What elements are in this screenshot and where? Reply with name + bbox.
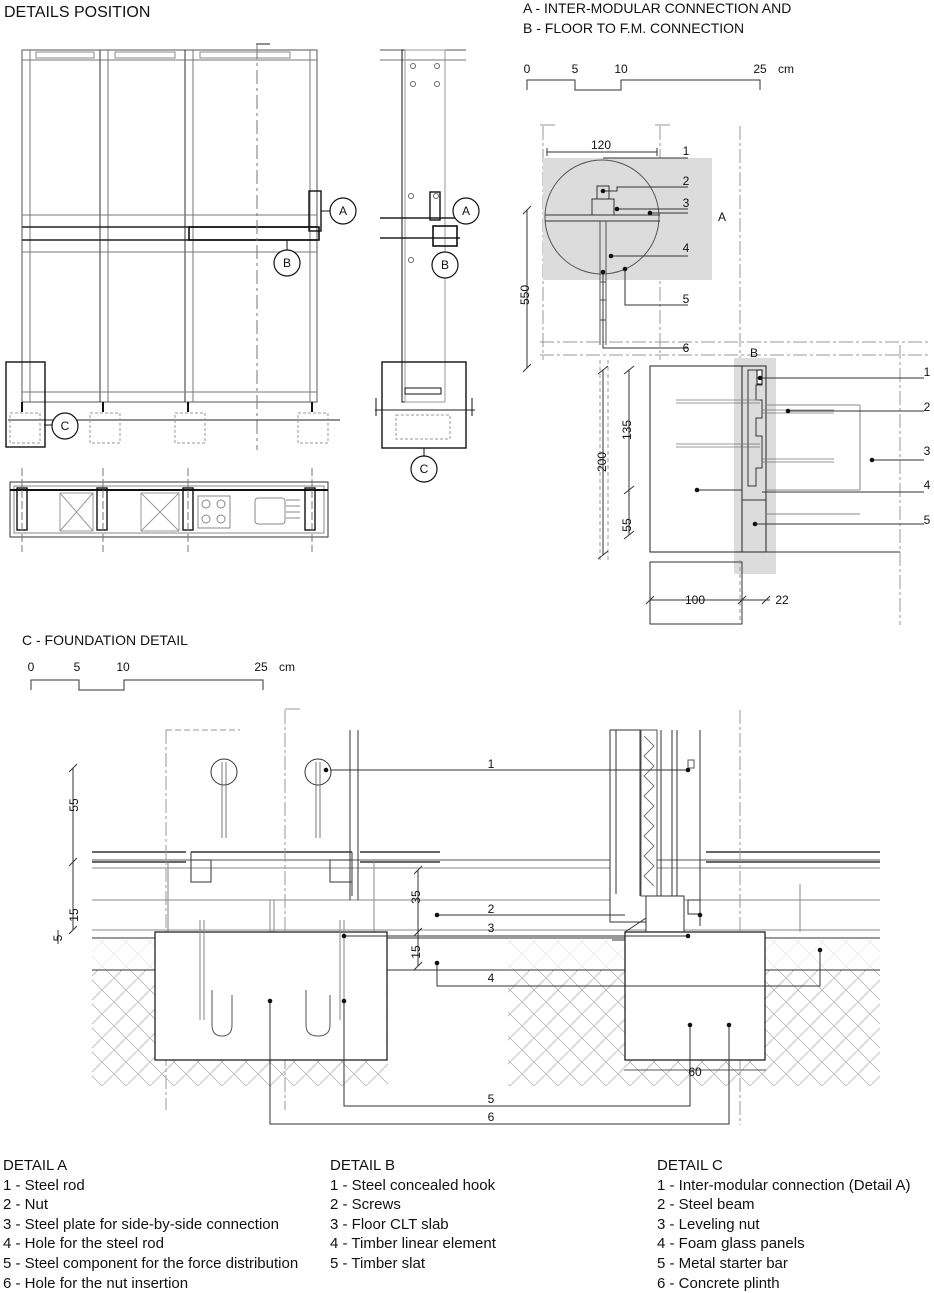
foundation-callout-4: 4	[488, 971, 495, 985]
foundation-callout-1: 1	[488, 757, 495, 771]
dim-15-left: 15	[67, 908, 81, 922]
svg-text:A: A	[339, 204, 347, 218]
legend-detail-b-item: 4 - Timber linear element	[330, 1235, 496, 1253]
dim-55-c: 55	[67, 798, 81, 812]
svg-text:25: 25	[254, 660, 268, 674]
legend-detail-a: DETAIL A 1 - Steel rod 2 - Nut 3 - Steel…	[3, 1156, 298, 1293]
legend-detail-b-item: 2 - Screws	[330, 1196, 401, 1214]
dim-15-right: 15	[409, 945, 423, 959]
dim-5: 5	[51, 934, 65, 941]
dim-35: 35	[409, 890, 423, 904]
detail-a-callout-dots	[600, 188, 653, 275]
detail-b-title: B - FLOOR TO F.M. CONNECTION	[523, 20, 744, 36]
svg-text:C: C	[420, 462, 429, 476]
detail-a-drawing	[522, 124, 930, 373]
detail-a-marker-section: A	[452, 197, 480, 225]
svg-text:5: 5	[74, 660, 81, 674]
svg-text:5: 5	[572, 62, 579, 76]
legend-detail-c-title: DETAIL C	[657, 1157, 723, 1174]
foundation-callout-dots	[267, 767, 823, 1028]
details-position-title: DETAILS POSITION	[4, 4, 150, 21]
svg-text:10: 10	[116, 660, 130, 674]
detail-c-marker-section: C	[410, 455, 438, 483]
legend-detail-c-item: 3 - Leveling nut	[657, 1215, 760, 1233]
legend-detail-b-item: 5 - Timber slat	[330, 1254, 426, 1272]
detail-b-marker-elevation: B	[273, 249, 301, 277]
legend-detail-b-item: 3 - Floor CLT slab	[330, 1215, 449, 1233]
scale-bar-foundation: 0 5 10 25 cm	[28, 660, 295, 691]
detail-a-callout-1: 1	[683, 144, 690, 158]
legend-detail-b: DETAIL B 1 - Steel concealed hook 2 - Sc…	[330, 1156, 496, 1274]
legend-detail-a-item: 1 - Steel rod	[3, 1176, 85, 1194]
dim-550: 550	[518, 285, 532, 305]
detail-a-callout-4: 4	[683, 241, 690, 255]
legend-detail-c-item: 1 - Inter-modular connection (Detail A)	[657, 1176, 911, 1194]
detail-b-callout-1: 1	[924, 365, 931, 379]
legend-detail-c-item: 6 - Concrete plinth	[657, 1274, 780, 1292]
svg-text:cm: cm	[778, 62, 794, 76]
detail-a-title: A - INTER-MODULAR CONNECTION AND	[523, 0, 791, 16]
dim-60: 60	[688, 1065, 702, 1079]
legend-detail-b-title: DETAIL B	[330, 1157, 396, 1174]
module-section	[375, 49, 475, 456]
module-elevation	[5, 43, 340, 450]
foundation-detail-drawing	[57, 708, 880, 1125]
foundation-detail-title: C - FOUNDATION DETAIL	[22, 632, 188, 648]
legend-detail-a-title: DETAIL A	[3, 1157, 68, 1174]
legend-detail-a-item: 4 - Hole for the steel rod	[3, 1235, 164, 1253]
dim-135: 135	[620, 420, 634, 440]
legend-detail-c: DETAIL C 1 - Inter-modular connection (D…	[657, 1156, 910, 1293]
svg-text:A: A	[462, 204, 470, 218]
detail-a-label: A	[718, 210, 726, 224]
dim-100: 100	[685, 593, 705, 607]
svg-text:0: 0	[524, 62, 531, 76]
detail-b-callout-3: 3	[924, 444, 931, 458]
detail-a-callout-3: 3	[683, 196, 690, 210]
legend-detail-a-item: 5 - Steel component for the force distri…	[3, 1254, 299, 1272]
legend-detail-c-item: 4 - Foam glass panels	[657, 1235, 805, 1253]
legend-detail-a-item: 3 - Steel plate for side-by-side connect…	[3, 1215, 279, 1233]
svg-text:B: B	[441, 258, 449, 272]
detail-b-callout-4: 4	[924, 478, 931, 492]
legend-detail-c-item: 2 - Steel beam	[657, 1196, 755, 1214]
legend-detail-a-item: 6 - Hole for the nut insertion	[3, 1274, 189, 1292]
svg-text:cm: cm	[279, 660, 295, 674]
foundation-callout-3: 3	[488, 921, 495, 935]
module-plan	[9, 468, 329, 552]
svg-text:C: C	[61, 419, 70, 433]
detail-c-marker-elevation: C	[51, 412, 79, 440]
detail-a-callout-2: 2	[683, 174, 690, 188]
detail-b-callout-5: 5	[924, 513, 931, 527]
detail-b-callout-2: 2	[924, 400, 931, 414]
legend-detail-b-item: 1 - Steel concealed hook	[330, 1176, 496, 1194]
svg-text:0: 0	[28, 660, 35, 674]
dim-200: 200	[595, 452, 609, 472]
detail-b-drawing	[597, 345, 924, 625]
scale-bar-top: 0 5 10 25 cm	[524, 62, 794, 91]
detail-a-callout-5: 5	[683, 292, 690, 306]
legend-detail-c-item: 5 - Metal starter bar	[657, 1254, 788, 1272]
dim-55-b: 55	[620, 518, 634, 532]
detail-b-callout-dots	[694, 375, 875, 527]
foundation-callout-5: 5	[488, 1092, 495, 1106]
detail-a-callout-6: 6	[683, 341, 690, 355]
svg-text:10: 10	[614, 62, 628, 76]
svg-text:25: 25	[753, 62, 767, 76]
foundation-callout-6: 6	[488, 1110, 495, 1124]
construction-details-drawing: DETAILS POSITION A - INTER-MODULAR CONNE…	[4, 0, 931, 1125]
foundation-callout-2: 2	[488, 902, 495, 916]
detail-b-label: B	[750, 346, 758, 360]
dim-22: 22	[775, 593, 789, 607]
legend-detail-a-item: 2 - Nut	[3, 1196, 49, 1214]
detail-a-marker-elevation: A	[329, 197, 357, 225]
dim-120: 120	[591, 138, 611, 152]
detail-b-marker-section: B	[431, 251, 459, 279]
svg-text:B: B	[283, 256, 291, 270]
